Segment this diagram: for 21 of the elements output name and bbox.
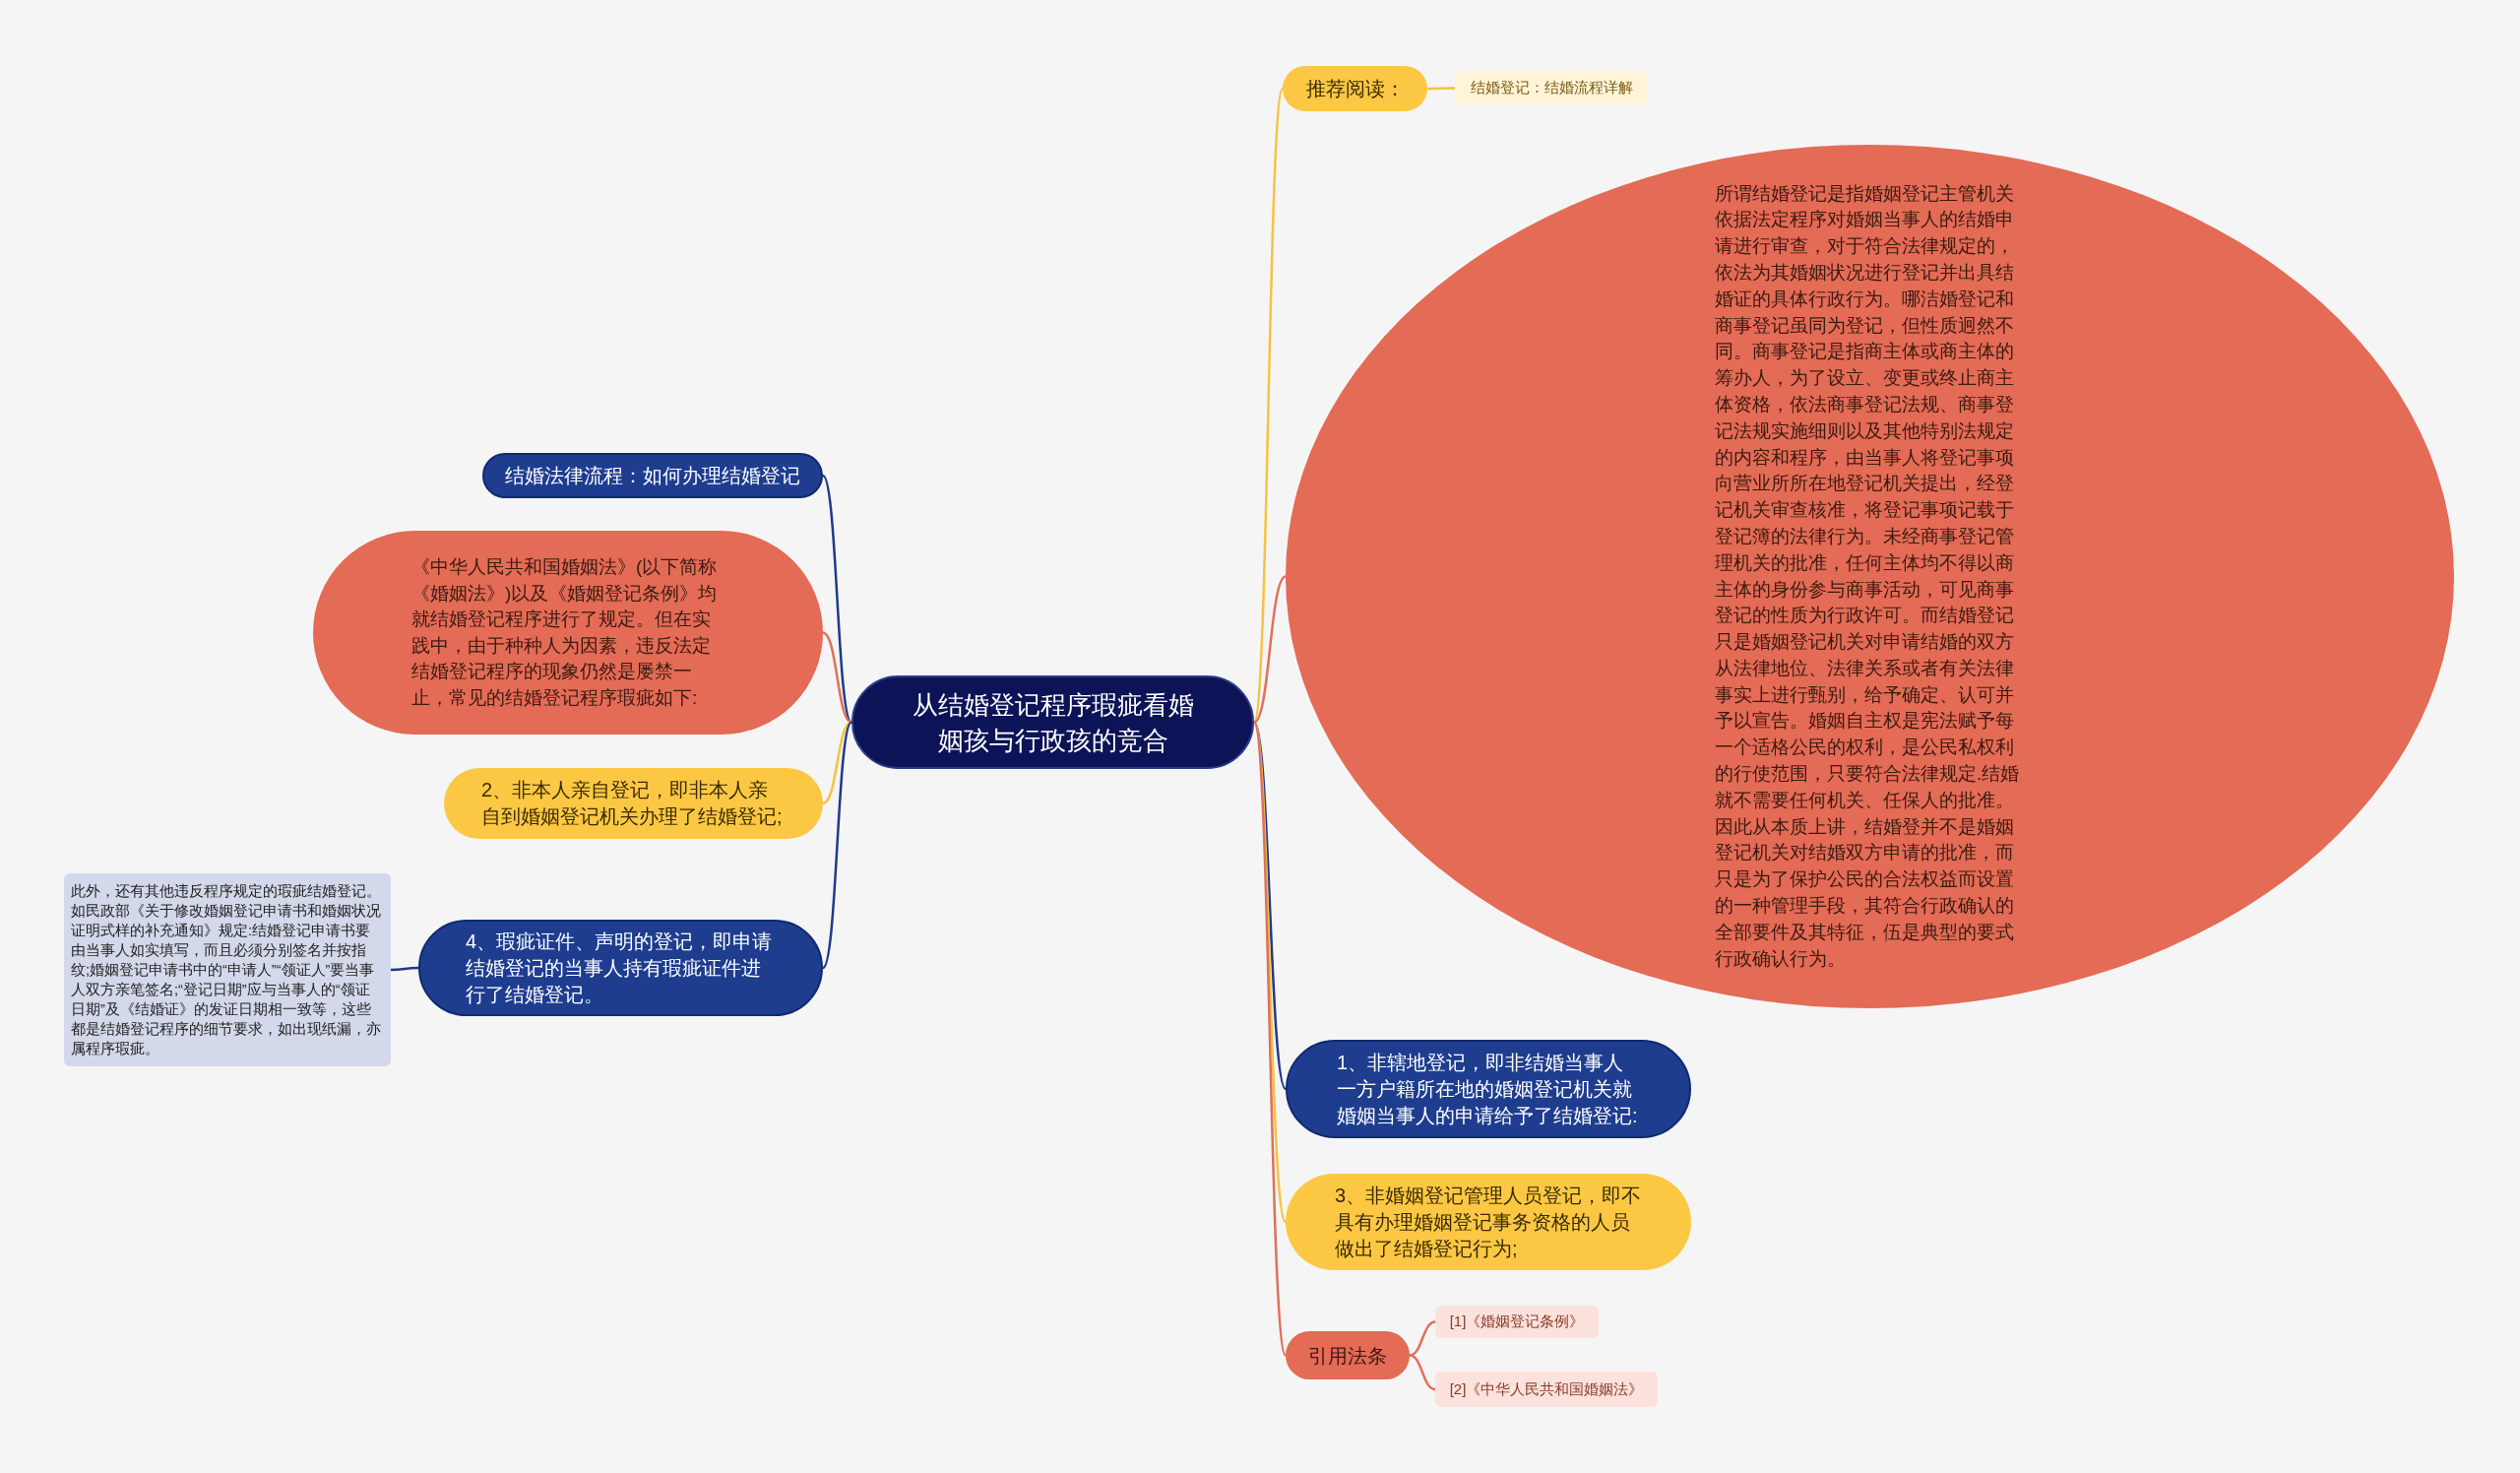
connector-line (822, 631, 852, 724)
topic-pill: 引用法条 (1286, 1331, 1410, 1379)
topic-pill: 2、非本人亲自登记，即非本人亲自到婚姻登记机关办理了结婚登记; (444, 768, 823, 839)
topic-pill: 4、瑕疵证件、声明的登记，即申请结婚登记的当事人持有瑕疵证件进行了结婚登记。 (418, 920, 823, 1016)
connector-line (1409, 1320, 1436, 1357)
topic-pill: 推荐阅读： (1283, 66, 1427, 111)
topic-pill: 《中华人民共和国婚姻法》(以下简称《婚姻法》)以及《婚姻登记条例》均就结婚登记程序进行了规定。但在实践中，由于种种人为因素，违反法定结婚登记程序的现象仍然是屡禁一止，常见的结婚登记程序瑕疵如下: (313, 531, 823, 735)
connector-line (1427, 87, 1455, 91)
citation-tag: [1]《婚姻登记条例》 (1435, 1306, 1599, 1338)
connector-line (822, 721, 852, 805)
topic-ellipse: 所谓结婚登记是指婚姻登记主管机关依据法定程序对婚姻当事人的结婚申请进行审查，对于符合法律规定的，依法为其婚姻状况进行登记并出具结婚证的具体行政行为。哪洁婚登记和商事登记虽同为登记，但性质迥然不同。商事登记是指商主体或商主体的筹办人，为了设立、变更或终止商主体资格，依法商事登记法规、商事登记法规实施细则以及其他特别法规定的内容和程序，由当事人将登记事项向营业所所在地登记机关提出，经登记机关审查核准，将登记事项记载于登记簿的法律行为。未经商事登记管理机关的批准，任何主体均不得以商主体的身份参与商事活动，可见商事登记的性质为行政许可。而结婚登记只是婚姻登记机关对申请结婚的双方从法律地位、法律关系或者有关法律事实上进行甄别，给予确定、认可并予以宣告。婚姻自主权是宪法赋予每一个适格公民的权利，是公民私权利的行使范围，只要符合法律规定.结婚就不需要任何机关、任保人的批准。因此从本质上讲，结婚登并不是婚姻登记机关对结婚双方申请的批准，而只是为了保护公民的合法权益而设置的一种管理手段，其符合行政确认的全部要件及其特征，伍是典型的要式行政确认行为。 (1286, 145, 2454, 1008)
link-tag: 结婚登记：结婚流程详解 (1455, 72, 1648, 104)
connector-line (1253, 575, 1287, 724)
topic-pill: 结婚法律流程：如何办理结婚登记 (482, 453, 823, 498)
topic-pill: 1、非辖地登记，即非结婚当事人一方户籍所在地的婚姻登记机关就婚姻当事人的申请给予了结婚登记: (1286, 1040, 1691, 1138)
note-card: 此外，还有其他违反程序规定的瑕疵结婚登记。如民政部《关于修改婚姻登记申请书和婚姻状况证明式样的补充通知》规定:结婚登记申请书要由当事人如实填写，而且必须分别签名并按指纹;婚姻登记申请书中的“申请人”“领证人”要当事人双方亲笔签名;“登记日期”应与当事人的“领证日期”及《结婚证》的发证日期相一致等，这些都是结婚登记程序的细节要求，如出现纸漏，亦属程序瑕疵。 (64, 873, 391, 1066)
connector-line (1409, 1354, 1436, 1391)
topic-pill: 3、非婚姻登记管理人员登记，即不具有办理婚姻登记事务资格的人员做出了结婚登记行为; (1286, 1174, 1691, 1270)
central-topic: 从结婚登记程序瑕疵看婚姻孩与行政孩的竞合 (851, 675, 1254, 769)
connector-line (391, 966, 418, 972)
citation-tag: [2]《中华人民共和国婚姻法》 (1435, 1372, 1658, 1407)
